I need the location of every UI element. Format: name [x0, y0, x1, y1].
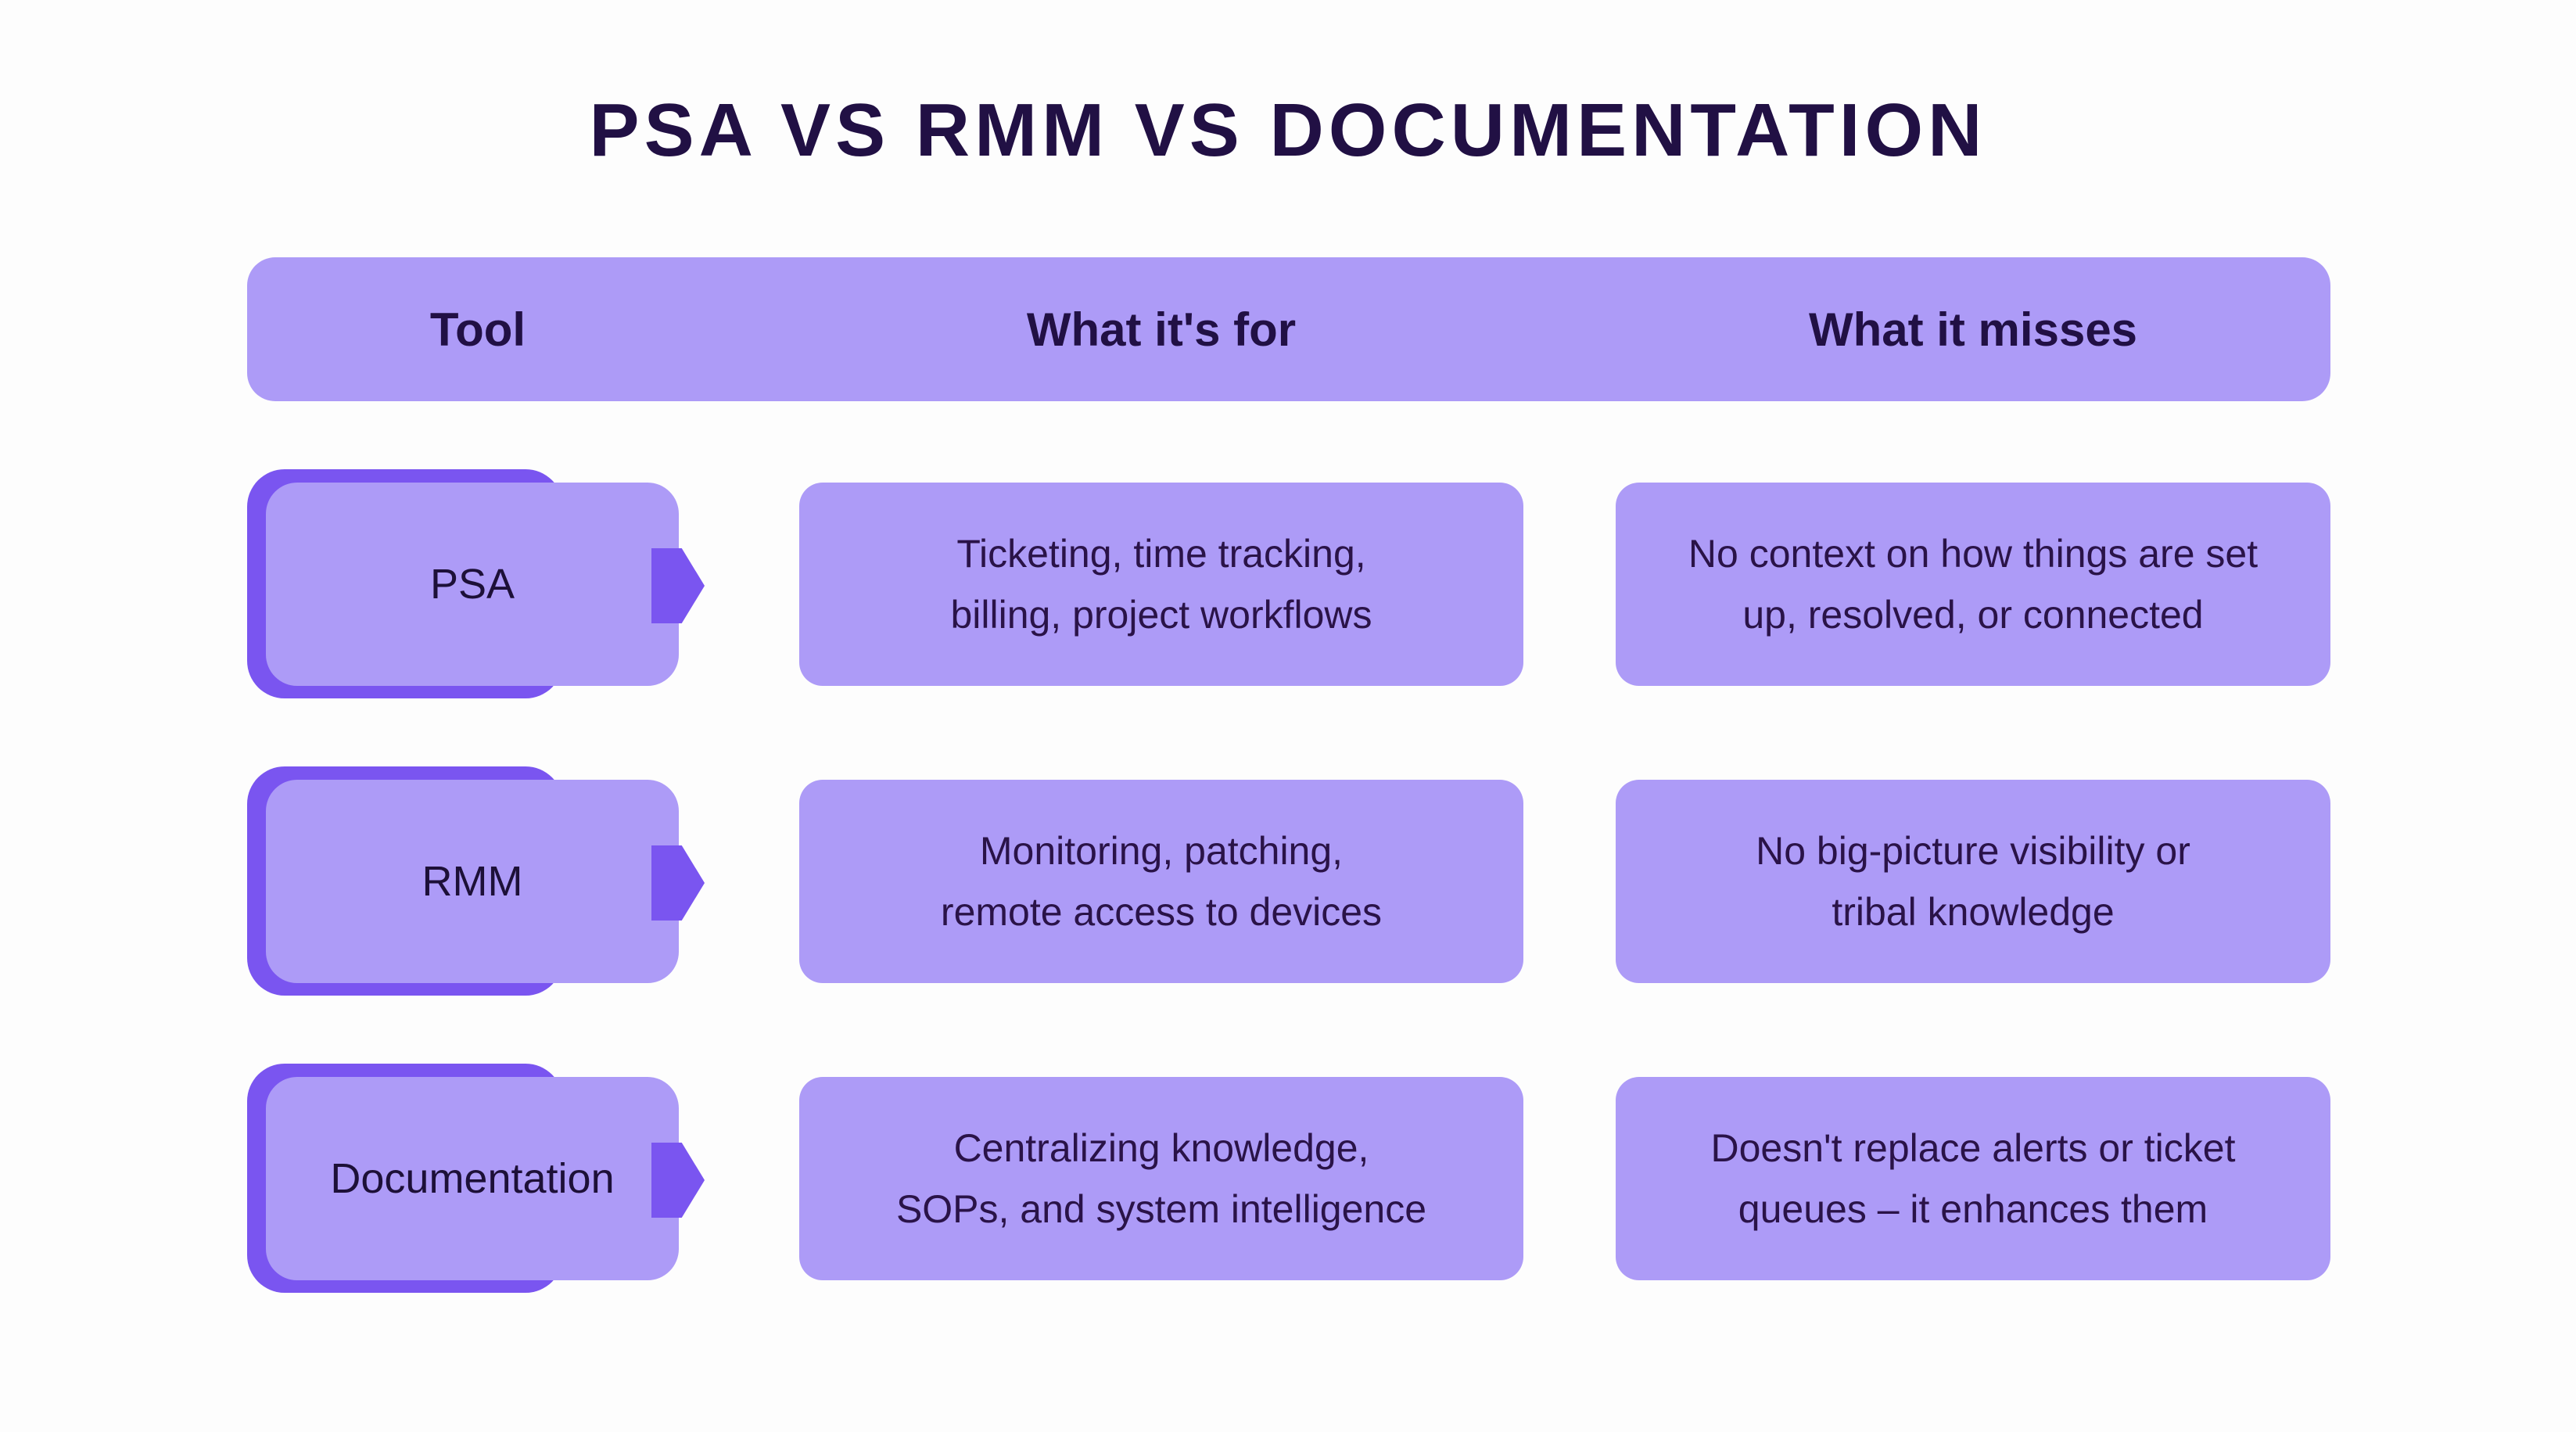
page-title: PSA VS RMM VS DOCUMENTATION	[589, 88, 1987, 172]
table-row-rmm: RMM Monitoring, patching, remote access …	[0, 766, 2576, 996]
tool-label-text: Documentation	[330, 1155, 615, 1202]
cell-what-its-for: Ticketing, time tracking, billing, proje…	[799, 483, 1523, 686]
cell-text-line: No big-picture visibility or	[1756, 829, 2190, 873]
cell-text-line: remote access to devices	[940, 890, 1383, 934]
arrow-right-icon	[651, 548, 705, 623]
table-row-psa: PSA Ticketing, time tracking, billing, p…	[0, 469, 2576, 698]
cell-text-line: tribal knowledge	[1832, 890, 2115, 934]
header-label-tool: Tool	[429, 303, 526, 356]
header-label-what-it-misses: What it misses	[1808, 303, 2138, 356]
arrow-right-icon	[651, 1143, 705, 1218]
arrow-right-icon	[651, 845, 705, 921]
cell-text-line: billing, project workflows	[950, 593, 1372, 637]
tool-label-text: RMM	[422, 858, 523, 905]
table-header-bar	[247, 257, 2330, 401]
cell-what-it-misses: No context on how things are set up, res…	[1616, 483, 2330, 686]
cell-text-line: Centralizing knowledge,	[953, 1126, 1369, 1170]
cell-text-line: Monitoring, patching,	[979, 829, 1344, 873]
tool-label-documentation: Documentation	[266, 1077, 679, 1280]
cell-text-line: SOPs, and system intelligence	[895, 1187, 1427, 1231]
cell-text-line: Doesn't replace alerts or ticket	[1710, 1126, 2236, 1170]
tool-label-text: PSA	[429, 561, 515, 608]
tool-label-psa: PSA	[266, 483, 679, 686]
cell-text-line: No context on how things are set	[1688, 532, 2258, 576]
cell-text-line: up, resolved, or connected	[1742, 593, 2204, 637]
tool-label-rmm: RMM	[266, 780, 679, 983]
table-row-documentation: Documentation Centralizing knowledge, SO…	[0, 1064, 2576, 1293]
cell-what-it-misses: No big-picture visibility or tribal know…	[1616, 780, 2330, 983]
header-label-what-its-for: What it's for	[1026, 303, 1297, 356]
cell-text-line: Ticketing, time tracking,	[956, 532, 1366, 576]
cell-what-it-misses: Doesn't replace alerts or ticket queues …	[1616, 1077, 2330, 1280]
cell-what-its-for: Centralizing knowledge, SOPs, and system…	[799, 1077, 1523, 1280]
cell-what-its-for: Monitoring, patching, remote access to d…	[799, 780, 1523, 983]
cell-text-line: queues – it enhances them	[1738, 1187, 2208, 1231]
